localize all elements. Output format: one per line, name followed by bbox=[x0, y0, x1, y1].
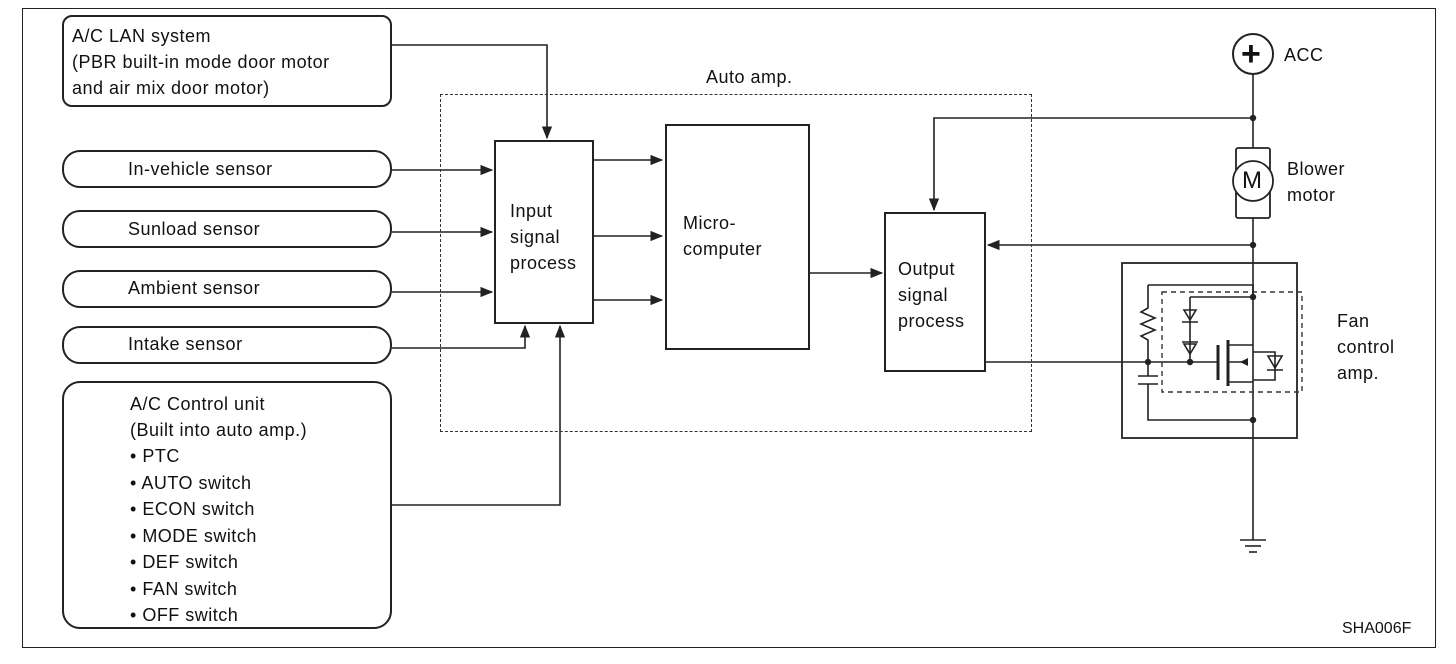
fan-amp-line2: control bbox=[1337, 337, 1395, 357]
diagram-frame bbox=[22, 8, 1436, 648]
output-line3: process bbox=[898, 311, 965, 331]
control-unit-list: • PTC • AUTO switch • ECON switch • MODE… bbox=[130, 443, 257, 629]
zener-2 bbox=[1182, 341, 1198, 356]
ac-lan-line3: and air mix door motor) bbox=[72, 78, 270, 98]
blower-label-line2: motor bbox=[1287, 185, 1336, 205]
list-item: • MODE switch bbox=[130, 525, 257, 546]
acc-label: ACC bbox=[1284, 45, 1324, 65]
intake-wire bbox=[392, 324, 531, 349]
auto-amp-region bbox=[440, 94, 1032, 432]
fan-amp-inner bbox=[1161, 291, 1303, 393]
zener-1 bbox=[1182, 309, 1198, 323]
blower-m-symbol: M bbox=[1242, 167, 1263, 194]
acc-plus-symbol: + bbox=[1241, 35, 1262, 73]
list-item: • DEF switch bbox=[130, 552, 239, 572]
fan-amp-outer bbox=[1121, 262, 1298, 439]
lan-wire bbox=[392, 44, 553, 140]
in-vehicle-sensor: In-vehicle sensor bbox=[62, 150, 392, 188]
sensor-label: Ambient sensor bbox=[128, 278, 261, 298]
control-unit-subtitle: (Built into auto amp.) bbox=[130, 420, 308, 440]
input-signal-process-block: Input signal process bbox=[494, 140, 594, 324]
control-unit-title: A/C Control unit bbox=[130, 394, 266, 414]
blower-label-line1: Blower bbox=[1287, 159, 1346, 179]
control-unit-wire bbox=[392, 324, 566, 506]
ac-control-unit-box: A/C Control unit (Built into auto amp.) … bbox=[62, 381, 392, 629]
fan-amp-line3: amp. bbox=[1337, 363, 1380, 383]
sunload-sensor: Sunload sensor bbox=[62, 210, 392, 248]
micro-line1: Micro- bbox=[683, 213, 736, 233]
input-line3: process bbox=[510, 253, 577, 273]
intake-sensor: Intake sensor bbox=[62, 326, 392, 364]
auto-amp-label: Auto amp. bbox=[706, 67, 793, 87]
sensor-label: Sunload sensor bbox=[128, 219, 261, 239]
figure-id: SHA006F bbox=[1342, 620, 1412, 637]
body-diode bbox=[1266, 355, 1284, 371]
list-item: • AUTO switch bbox=[130, 472, 252, 493]
fan-amp-line1: Fan bbox=[1337, 311, 1370, 331]
resistor bbox=[1138, 285, 1158, 362]
ambient-sensor: Ambient sensor bbox=[62, 270, 392, 308]
blower-motor-symbol bbox=[1232, 147, 1274, 219]
output-line2: signal bbox=[898, 285, 949, 305]
list-item: • PTC bbox=[130, 446, 180, 466]
input-line2: signal bbox=[510, 227, 561, 247]
ac-lan-line1: A/C LAN system bbox=[72, 26, 212, 46]
microcomputer-block: Micro- computer bbox=[665, 124, 810, 350]
sensor-label: In-vehicle sensor bbox=[128, 159, 273, 179]
sensor-label: Intake sensor bbox=[128, 334, 243, 354]
list-item: • ECON switch bbox=[130, 499, 255, 519]
input-line1: Input bbox=[510, 201, 553, 221]
output-line1: Output bbox=[898, 259, 956, 279]
micro-line2: computer bbox=[683, 239, 763, 259]
ac-lan-box: A/C LAN system (PBR built-in mode door m… bbox=[62, 15, 392, 107]
list-item: • FAN switch bbox=[130, 578, 238, 599]
feedback-top-wire bbox=[928, 117, 1253, 212]
ac-lan-line2: (PBR built-in mode door motor bbox=[72, 52, 330, 72]
acc-terminal-circle bbox=[1232, 33, 1274, 75]
output-signal-process-block: Output signal process bbox=[884, 212, 986, 372]
list-item: • OFF switch bbox=[130, 605, 239, 625]
